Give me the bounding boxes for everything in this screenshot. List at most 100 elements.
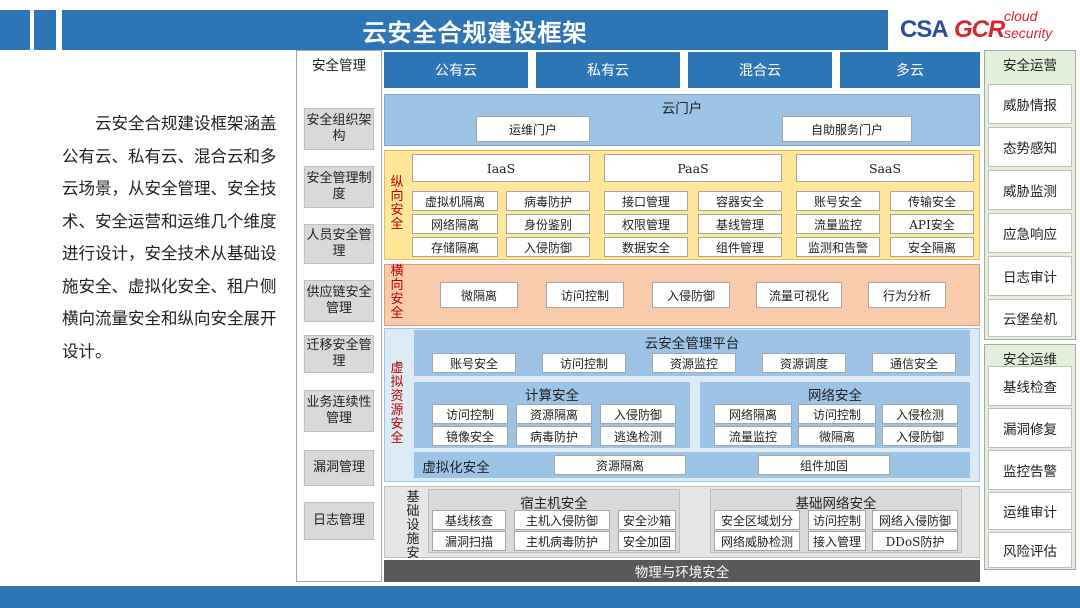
maint-item: 运维审计 [988,492,1072,530]
ops-item: 态势感知 [988,127,1072,167]
maint-item: 漏洞修复 [988,408,1072,448]
network-item: 微隔离 [798,426,876,446]
host-item: 基线核查 [432,510,506,530]
compute-item: 逃逸检测 [600,426,676,446]
vertical-item: API安全 [890,214,974,234]
vertical-item: 存储隔离 [412,237,498,257]
vertical-header-saas: SaaS [796,154,974,182]
platform-item: 资源监控 [652,353,736,373]
header-decor-block [0,10,30,50]
horizontal-item: 访问控制 [546,282,624,308]
left-item-policy: 安全管理制度 [304,166,374,208]
security-maintenance-title: 安全运维 [1003,352,1057,368]
left-item-migration: 迁移安全管理 [304,335,374,373]
cloud-tab-multi: 多云 [840,52,980,88]
compute-item: 入侵防御 [600,404,676,424]
page-title: 云安全合规建设框架 [62,10,888,50]
vertical-item: 安全隔离 [890,237,974,257]
network-item: 入侵防御 [882,426,958,446]
left-item-vulnerability: 漏洞管理 [304,450,374,486]
vertical-item: 虚拟机隔离 [412,191,498,211]
virtual-resource-security-label: 虚拟资源安全 [390,361,404,446]
compute-item: 镜像安全 [432,426,508,446]
virtualization-security-title: 虚拟化安全 [422,460,490,476]
network-item: 流量监控 [714,426,792,446]
virtualization-item: 资源隔离 [554,455,686,475]
left-item-log: 日志管理 [304,502,374,540]
network-security-title: 网络安全 [808,388,862,404]
left-item-continuity: 业务连续性管理 [304,390,374,432]
vertical-item: 流量监控 [796,214,880,234]
horizontal-item: 入侵防御 [652,282,730,308]
logo-gcr-text: GCR [954,16,1005,43]
portal-self-service: 自助服务门户 [782,116,912,142]
base-network-security-title: 基础网络安全 [795,496,877,512]
base-network-item: 安全区域划分 [714,510,800,530]
csa-gcr-logo: CSA GCR cloud security [898,8,1074,50]
network-item: 访问控制 [798,404,876,424]
base-network-item: DDoS防护 [872,531,958,551]
cloud-tab-private: 私有云 [536,52,680,88]
platform-item: 通信安全 [872,353,956,373]
vertical-item: 数据安全 [604,237,688,257]
host-item: 主机病毒防护 [514,531,610,551]
compute-item: 访问控制 [432,404,508,424]
vertical-item: 监测和告警 [796,237,880,257]
base-network-item: 网络入侵防御 [872,510,958,530]
vertical-header-iaas: IaaS [412,154,590,182]
network-item: 入侵检测 [882,404,958,424]
horizontal-item: 行为分析 [868,282,946,308]
left-item-supply-chain: 供应链安全管理 [304,280,374,322]
platform-item: 访问控制 [542,353,626,373]
base-network-item: 接入管理 [808,531,866,551]
intro-paragraph: 云安全合规建设框架涵盖公有云、私有云、混合云和多云场景，从安全管理、安全技术、安… [62,114,277,361]
security-management-title: 安全管理 [312,58,366,74]
base-network-item: 访问控制 [808,510,866,530]
vertical-item: 账号安全 [796,191,880,211]
cloud-portal-title: 云门户 [661,101,703,117]
ops-item: 应急响应 [988,213,1072,253]
compute-security-title: 计算安全 [525,388,579,404]
compute-item: 病毒防护 [516,426,592,446]
footer-bar [0,586,1080,608]
vertical-item: 基线管理 [698,214,782,234]
virtualization-item: 组件加固 [758,455,890,475]
vertical-item: 权限管理 [604,214,688,234]
host-item: 安全沙箱 [618,510,676,530]
logo-csa-text: CSA [900,16,949,43]
horizontal-security-label: 横向安全 [390,264,404,321]
maint-item: 风险评估 [988,532,1072,568]
platform-item: 资源调度 [762,353,846,373]
ops-item: 威胁情报 [988,84,1072,124]
platform-item: 账号安全 [432,353,516,373]
ops-item: 云堡垒机 [988,299,1072,337]
vertical-security-label: 纵向安全 [390,175,404,232]
horizontal-item: 流量可视化 [756,282,842,308]
vertical-item: 容器安全 [698,191,782,211]
logo-cloud-security-text: cloud security [1004,8,1053,41]
ops-item: 日志审计 [988,256,1072,296]
maint-item: 基线检查 [988,366,1072,406]
vertical-header-paas: PaaS [604,154,782,182]
base-network-item: 网络威胁检测 [714,531,800,551]
vertical-item: 接口管理 [604,191,688,211]
vertical-item: 传输安全 [890,191,974,211]
portal-ops: 运维门户 [476,116,590,142]
host-item: 漏洞扫描 [432,531,506,551]
host-security-title: 宿主机安全 [520,496,588,512]
left-item-personnel: 人员安全管理 [304,224,374,264]
vertical-item: 身份鉴别 [506,214,590,234]
ops-item: 威胁监测 [988,170,1072,210]
vertical-item: 组件管理 [698,237,782,257]
cloud-tab-public: 公有云 [384,52,528,88]
left-item-org: 安全组织架构 [304,108,374,150]
host-item: 主机入侵防御 [514,510,610,530]
maint-item: 监控告警 [988,450,1072,490]
compute-item: 资源隔离 [516,404,592,424]
host-item: 安全加固 [618,531,676,551]
physical-environment-security: 物理与环境安全 [384,560,980,582]
vertical-item: 病毒防护 [506,191,590,211]
header-decor-block [34,10,56,50]
network-item: 网络隔离 [714,404,792,424]
cloud-tab-hybrid: 混合云 [688,52,832,88]
